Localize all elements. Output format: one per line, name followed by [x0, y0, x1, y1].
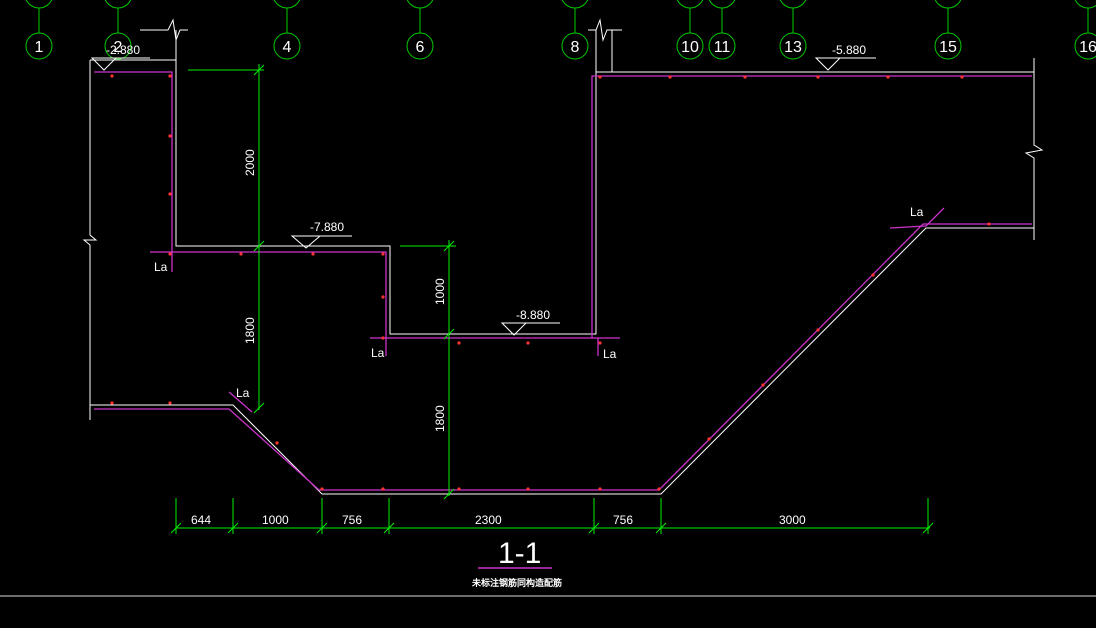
- axis-label-1: 1: [35, 39, 44, 56]
- elevation-markers: [90, 57, 876, 336]
- axis-top-bubble: [406, 0, 434, 9]
- section-title: 1-1: [498, 537, 541, 570]
- axis-grid-bubbles: 1 2 4 6 8 10 11 13 15 16: [25, 0, 1096, 60]
- rebar-dot: [320, 487, 324, 491]
- elevation-label-4: -5.880: [832, 43, 866, 57]
- rebar-dot: [110, 401, 114, 405]
- axis-bubble-4: [273, 32, 301, 60]
- axis-label-11: 11: [714, 39, 731, 56]
- rebar-dot: [457, 341, 461, 345]
- rebar-dot: [381, 336, 385, 340]
- axis-label-8: 8: [571, 39, 580, 56]
- axis-label-16: 16: [1079, 39, 1096, 56]
- lap-label-4: La: [236, 386, 250, 400]
- horizontal-dimension-2: 1000: [262, 513, 289, 527]
- rebar-dots: [110, 74, 991, 491]
- vertical-dimension-1: 2000: [243, 149, 257, 176]
- vertical-dimension-4: 1800: [433, 405, 447, 432]
- axis-label-2: 2: [114, 39, 123, 56]
- rebar-dot: [871, 273, 875, 277]
- lap-label-5: La: [910, 205, 924, 219]
- rebar-dot: [110, 74, 114, 78]
- rebar-dot: [381, 295, 385, 299]
- axis-bubble-13: [779, 32, 807, 60]
- axis-bubble-10: [676, 32, 704, 60]
- rebar-dot: [960, 75, 964, 79]
- rebar-dot: [457, 487, 461, 491]
- axis-top-bubble: [1074, 0, 1096, 9]
- axis-top-bubble: [273, 0, 301, 9]
- rebar-dot: [657, 487, 661, 491]
- rebar-dot: [168, 74, 172, 78]
- rebar-dot: [598, 341, 602, 345]
- axis-bubble-15: [934, 32, 962, 60]
- rebar-dot: [987, 222, 991, 226]
- rebar-dot: [526, 341, 530, 345]
- rebar-dot: [168, 252, 172, 256]
- elevation-label-2: -7.880: [310, 220, 344, 234]
- axis-bubble-2: [104, 32, 132, 60]
- axis-top-bubble: [104, 0, 132, 9]
- horizontal-dimension-3: 756: [342, 513, 362, 527]
- axis-label-15: 15: [939, 39, 957, 56]
- rebar-dot: [526, 487, 530, 491]
- lap-label-3: La: [603, 347, 617, 361]
- dimension-lines: [170, 64, 934, 534]
- rebar-dot: [668, 75, 672, 79]
- rebar-dot: [381, 487, 385, 491]
- axis-label-4: 4: [283, 39, 292, 56]
- lap-label-2: La: [371, 346, 385, 360]
- axis-bubble-11: [708, 32, 736, 60]
- concrete-outline: [0, 18, 1096, 597]
- rebar-dot: [816, 75, 820, 79]
- rebar-dot: [311, 252, 315, 256]
- rebar-dot: [886, 75, 890, 79]
- axis-bubble-1: [25, 32, 53, 60]
- axis-label-6: 6: [416, 39, 425, 56]
- rebar-dot: [743, 75, 747, 79]
- rebar-dot: [275, 441, 279, 445]
- elevation-label-1: -2.880: [106, 43, 140, 57]
- horizontal-dimension-1: 644: [191, 513, 211, 527]
- rebar-dot: [239, 252, 243, 256]
- vertical-dimension-3: 1000: [433, 278, 447, 305]
- axis-label-10: 10: [681, 39, 699, 56]
- rebar-dot: [707, 437, 711, 441]
- rebar-lines: [94, 71, 1032, 491]
- rebar-dot: [168, 192, 172, 196]
- axis-bubble-6: [406, 32, 434, 60]
- rebar-dot: [761, 383, 765, 387]
- rebar-dot: [816, 328, 820, 332]
- rebar-dot: [598, 75, 602, 79]
- axis-top-bubble: [676, 0, 704, 9]
- axis-bubble-16: [1074, 32, 1096, 60]
- vertical-dimension-2: 1800: [243, 317, 257, 344]
- axis-label-13: 13: [784, 39, 802, 56]
- rebar-dot: [168, 134, 172, 138]
- axis-top-bubble: [708, 0, 736, 9]
- axis-top-bubble: [934, 0, 962, 9]
- horizontal-dimension-4: 2300: [475, 513, 502, 527]
- axis-bubble-8: [561, 32, 589, 60]
- rebar-dot: [381, 252, 385, 256]
- lap-label-1: La: [154, 260, 168, 274]
- axis-top-bubble: [25, 0, 53, 9]
- axis-top-bubble: [561, 0, 589, 9]
- rebar-dot: [168, 401, 172, 405]
- rebar-dot: [598, 487, 602, 491]
- horizontal-dimension-5: 756: [613, 513, 633, 527]
- horizontal-dimension-6: 3000: [779, 513, 806, 527]
- section-note: 未标注钢筋同构造配筋: [471, 577, 562, 588]
- axis-top-bubble: [779, 0, 807, 9]
- elevation-label-3: -8.880: [516, 308, 550, 322]
